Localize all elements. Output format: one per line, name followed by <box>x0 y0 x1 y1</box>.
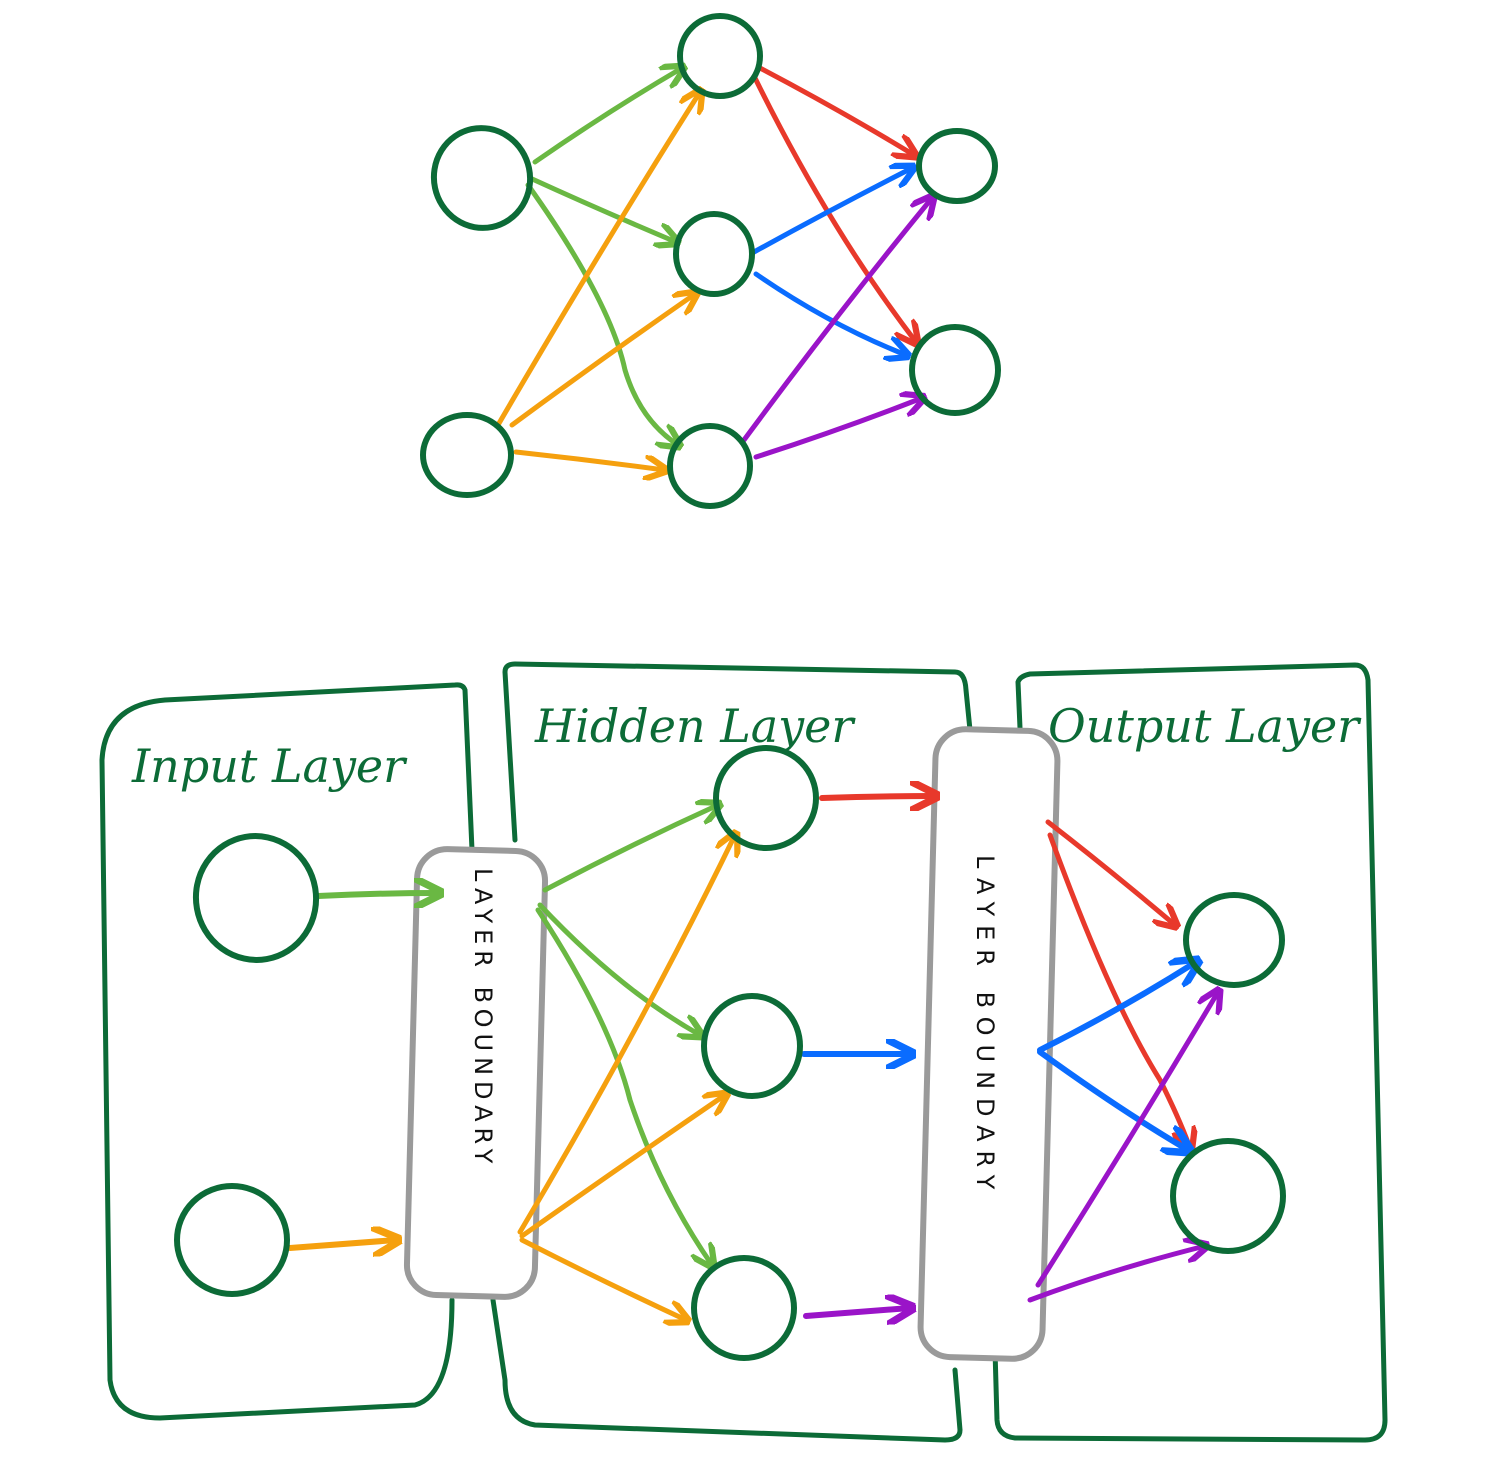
edge-blue-output2 <box>1037 1049 1188 1150</box>
output-layer-label: Output Layer <box>1048 699 1362 753</box>
layer-boundary-right-text: LAYER BOUNDARY <box>971 855 999 1198</box>
top-hidden-node-1 <box>677 13 763 99</box>
edge-orange-hidden2 <box>519 1095 725 1239</box>
input-layer-panel <box>99 682 475 1421</box>
top-input-node-2 <box>420 412 514 498</box>
edge-hidden1-boundary <box>819 796 934 798</box>
top-edge-in1-h2 <box>527 175 676 242</box>
top-edge-h2-o1 <box>751 168 912 255</box>
edge-input2-boundary <box>287 1240 396 1248</box>
edge-green-hidden2 <box>537 902 700 1035</box>
input-node-2 <box>174 1183 290 1297</box>
hidden-node-3 <box>691 1255 797 1361</box>
bottom-network: Input Layer Hidden Layer Output Layer LA… <box>99 661 1388 1443</box>
top-edge-h1-o2 <box>752 75 916 342</box>
top-edge-h2-o2 <box>753 271 906 355</box>
top-edge-in2-h1 <box>495 92 700 428</box>
top-edge-in1-h3 <box>525 182 678 445</box>
top-edge-h3-o2 <box>753 398 922 460</box>
edge-green-hidden1 <box>542 805 718 893</box>
top-hidden-node-2 <box>673 211 755 297</box>
hidden-layer-label: Hidden Layer <box>534 699 856 753</box>
top-edge-in2-h3 <box>513 449 664 470</box>
input-layer-label: Input Layer <box>131 739 408 793</box>
top-output-node-2 <box>909 324 1001 416</box>
edge-input1-boundary <box>315 893 438 896</box>
layer-boundary-left <box>403 846 549 1300</box>
top-input-node-1 <box>430 125 534 231</box>
hidden-node-1 <box>713 745 819 851</box>
input-node-1 <box>192 833 320 963</box>
output-node-1 <box>1183 892 1285 988</box>
edge-purple-output2 <box>1027 1246 1205 1303</box>
edge-orange-hidden1 <box>517 835 735 1235</box>
top-edge-h1-o1 <box>757 65 914 155</box>
top-edge-h3-o1 <box>741 198 932 443</box>
top-hidden-node-3 <box>667 423 753 509</box>
edge-orange-hidden3 <box>519 1237 686 1320</box>
edge-hidden3-boundary <box>803 1308 910 1316</box>
edge-red-output1 <box>1045 819 1175 925</box>
layer-boundary-left-text: LAYER BOUNDARY <box>469 868 497 1169</box>
top-output-node-1 <box>916 128 998 204</box>
edge-green-hidden3 <box>535 907 712 1265</box>
edge-purple-output1 <box>1035 992 1218 1288</box>
top-edge-in2-h2 <box>509 294 695 428</box>
top-edge-in1-h1 <box>532 68 682 165</box>
hidden-node-2 <box>701 993 803 1099</box>
top-network <box>420 13 1001 509</box>
output-node-2 <box>1170 1138 1286 1254</box>
output-layer-panel <box>992 662 1388 1443</box>
hidden-layer-panel <box>490 661 973 1443</box>
edge-red-output2 <box>1047 832 1190 1148</box>
edge-blue-output1 <box>1037 962 1196 1053</box>
